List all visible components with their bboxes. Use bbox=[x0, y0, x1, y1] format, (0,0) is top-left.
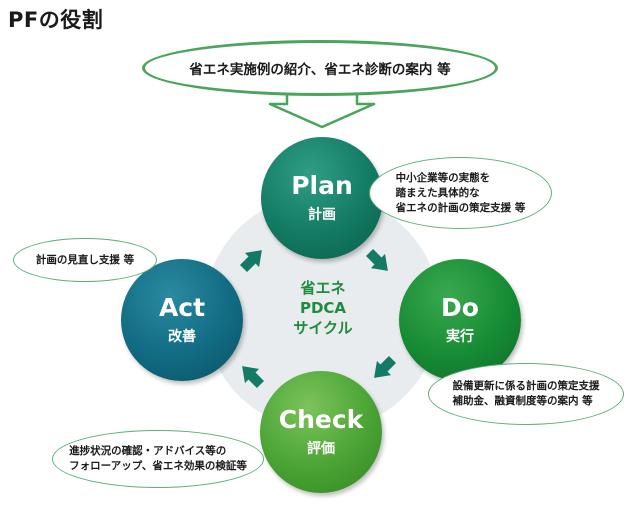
check-subtitle: 評価 bbox=[307, 441, 335, 457]
check-callout-line-2: フォローアップ、省エネ効果の検証等 bbox=[69, 460, 247, 472]
arrow-plan-to-do-icon bbox=[365, 248, 388, 271]
check-callout: 進捗状況の確認・アドバイス等の フォローアップ、省エネ効果の検証等 bbox=[52, 430, 264, 488]
arrow-act-to-plan-icon bbox=[239, 250, 262, 273]
act-subtitle: 改善 bbox=[168, 329, 196, 345]
act-node: Act 改善 bbox=[121, 259, 243, 381]
center-line-2: PDCA bbox=[299, 299, 347, 317]
top-callout-text: 省エネ実施例の紹介、省エネ診断の案内 等 bbox=[189, 62, 451, 78]
do-subtitle: 実行 bbox=[446, 329, 474, 345]
plan-node: Plan 計画 bbox=[261, 137, 383, 259]
plan-title: Plan bbox=[291, 171, 353, 200]
plan-callout-line-2: 踏まえた具体的な bbox=[395, 186, 480, 199]
arrow-do-to-check-icon bbox=[374, 355, 397, 378]
do-title: Do bbox=[441, 293, 479, 322]
act-title: Act bbox=[158, 293, 206, 322]
top-callout: 省エネ実施例の紹介、省エネ診断の案内 等 bbox=[142, 40, 498, 96]
center-line-3: サイクル bbox=[293, 319, 353, 337]
plan-callout-line-1: 中小企業等の実態を bbox=[395, 171, 491, 184]
plan-subtitle: 計画 bbox=[308, 207, 336, 223]
do-node: Do 実行 bbox=[399, 259, 521, 381]
check-callout-line-1: 進捗状況の確認・アドバイス等の bbox=[69, 445, 227, 457]
do-callout-line-2: 補助金、融資制度等の案内 等 bbox=[452, 395, 593, 407]
plan-callout: 中小企業等の実態を 踏まえた具体的な 省エネの計画の策定支援 等 bbox=[369, 157, 552, 229]
center-line-1: 省エネ bbox=[300, 279, 346, 297]
down-arrow-icon bbox=[268, 91, 376, 129]
check-title: Check bbox=[278, 405, 364, 434]
check-node: Check 評価 bbox=[260, 371, 382, 493]
do-callout: 設備更新に係る計画の策定支援 補助金、融資制度等の案内 等 bbox=[428, 363, 624, 425]
center-label: 省エネ PDCA サイクル bbox=[268, 278, 378, 338]
do-callout-line-1: 設備更新に係る計画の策定支援 bbox=[452, 380, 600, 392]
act-callout: 計画の見直し支援 等 bbox=[13, 238, 157, 282]
arrow-check-to-act-icon bbox=[242, 366, 265, 389]
page-title: PFの役割 bbox=[8, 8, 104, 32]
plan-callout-line-3: 省エネの計画の策定支援 等 bbox=[395, 201, 526, 214]
act-callout-line-1: 計画の見直し支援 等 bbox=[35, 253, 135, 266]
